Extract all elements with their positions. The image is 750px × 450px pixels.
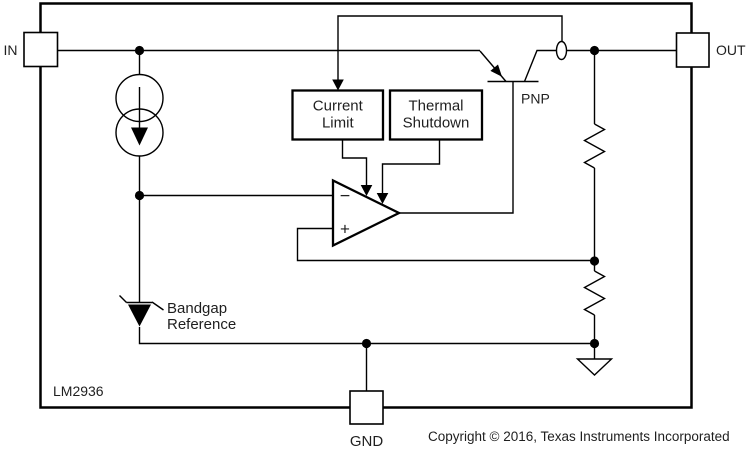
ground-symbol-icon: [575, 358, 614, 376]
feedback-resistor-top-icon: [583, 123, 606, 169]
thermal-shutdown-label-line1: Thermal: [408, 98, 463, 115]
junction-dots: [134, 45, 600, 349]
in-pin: [23, 31, 59, 68]
current-limit-label-line2: Limit: [322, 115, 355, 132]
junction-dot: [361, 338, 372, 349]
current-sense-loop-icon: [555, 40, 568, 61]
pnp-label: PNP: [521, 91, 550, 107]
current-limit-box: [291, 89, 385, 141]
current-limit-output-wire: [341, 140, 368, 186]
pnp-collector-lead: [523, 49, 557, 82]
thermal-shutdown-label-line2: Shutdown: [403, 115, 470, 132]
current-sense-wire: [337, 15, 563, 80]
bandgap-label-line1: Bandgap: [167, 300, 227, 317]
arrow-head: [376, 193, 389, 204]
thermal-shutdown-box: [388, 89, 484, 141]
pins: IN OUT GND: [4, 31, 746, 450]
zener-bent-tip: [119, 295, 127, 303]
opamp-output-wire: [399, 81, 514, 214]
junction-dot: [134, 190, 145, 201]
junction-dot: [589, 45, 600, 56]
junction-dot: [134, 45, 145, 56]
in-pin-label: IN: [4, 42, 18, 58]
junction-dot: [589, 338, 600, 349]
part-number-label: LM2936: [53, 383, 104, 399]
thermal-shutdown-output-wire: [381, 140, 441, 194]
arrow-head: [360, 185, 373, 196]
opamp-triangle: [331, 178, 402, 248]
arrow-head: [131, 127, 148, 146]
zener-anode-triangle: [128, 304, 151, 327]
out-pin-label: OUT: [716, 42, 746, 58]
gnd-pin-label: GND: [350, 433, 384, 450]
current-source-icon: [115, 73, 164, 157]
bottom-rail-wire: [138, 327, 595, 345]
gnd-pin: [349, 390, 384, 425]
opamp-noninverting-label: +: [340, 220, 350, 239]
zener-leader-line: [151, 301, 164, 311]
current-limit-label-line1: Current: [313, 98, 364, 115]
thermal-shutdown-block: Thermal Shutdown: [388, 89, 484, 141]
bandgap-label-line2: Reference: [167, 316, 236, 333]
feedback-wire: [296, 227, 595, 262]
opamp-inverting-label: −: [340, 186, 351, 206]
copyright-label: Copyright © 2016, Texas Instruments Inco…: [428, 429, 730, 444]
feedback-resistor-bottom-icon: [583, 270, 606, 316]
junction-dot: [589, 256, 600, 266]
arrow-head: [490, 64, 502, 77]
pnp-transistor-icon: [479, 49, 557, 83]
current-limit-block: Current Limit: [291, 89, 385, 141]
error-amplifier-icon: − +: [331, 178, 402, 248]
arrow-head: [332, 79, 344, 91]
out-pin: [675, 32, 710, 68]
bandgap-zener-icon: [119, 295, 164, 327]
wires: [57, 15, 677, 391]
